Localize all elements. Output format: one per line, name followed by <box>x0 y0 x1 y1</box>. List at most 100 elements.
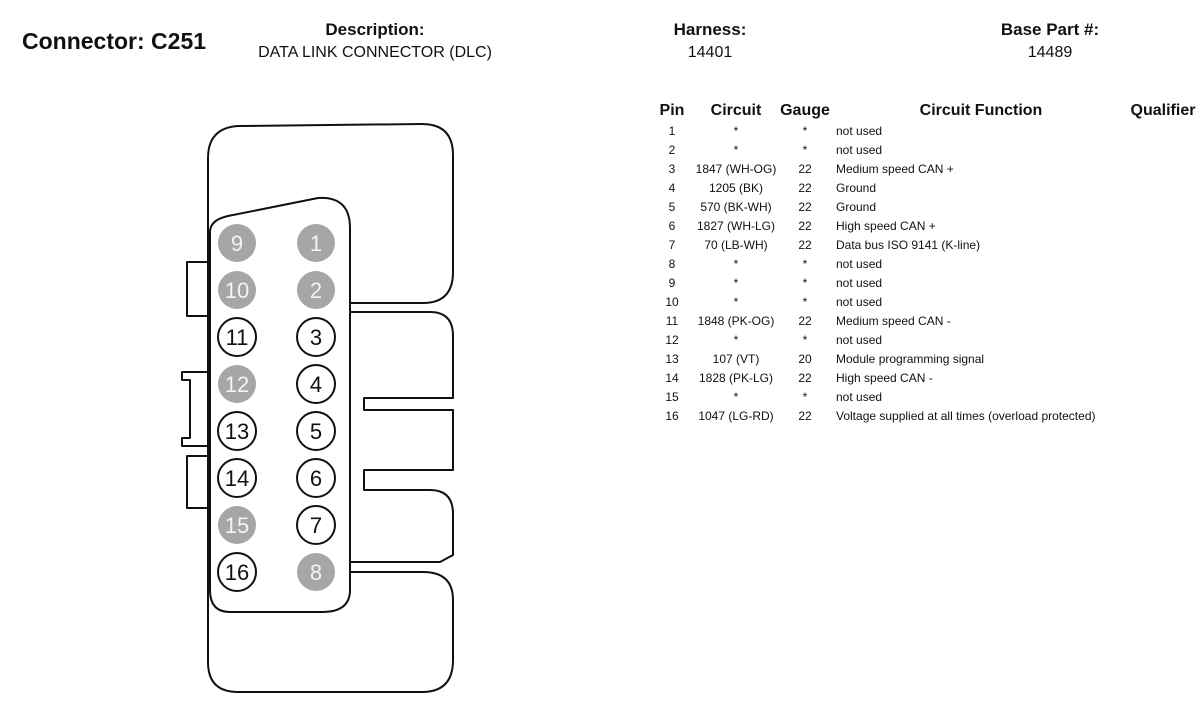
description-label: Description: <box>325 20 425 39</box>
cell-gauge: * <box>802 390 808 404</box>
cell-circuit-function: not used <box>836 295 883 309</box>
pin-number: 1 <box>310 231 322 256</box>
pin-14: 14 <box>217 458 257 498</box>
cell-circuit: 107 (VT) <box>712 352 760 366</box>
cell-gauge: 22 <box>798 219 812 233</box>
cell-pin: 12 <box>665 333 679 347</box>
base-part-value: 14489 <box>1027 44 1073 61</box>
pin-5: 5 <box>296 411 336 451</box>
cell-circuit: * <box>733 295 739 309</box>
cell-circuit: 70 (LB-WH) <box>704 238 768 252</box>
harness-label: Harness: <box>673 20 747 39</box>
cell-circuit: * <box>733 143 739 157</box>
cell-gauge: * <box>802 276 808 290</box>
cell-circuit-function: Voltage supplied at all times (overload … <box>836 409 1096 423</box>
pin-10: 10 <box>218 271 256 309</box>
pin-3: 3 <box>296 317 336 357</box>
cell-gauge: * <box>802 295 808 309</box>
pin-circle <box>297 224 335 262</box>
cell-pin: 9 <box>668 276 676 290</box>
cell-qualifier <box>1126 236 1200 255</box>
pin-circle <box>296 364 336 404</box>
cell-circuit-function: not used <box>836 333 883 347</box>
cell-pin: 4 <box>668 181 676 195</box>
pin-6: 6 <box>296 458 336 498</box>
cell-pin: 16 <box>665 409 679 423</box>
cell-circuit-function: Ground <box>836 181 877 195</box>
cell-gauge: * <box>802 124 808 138</box>
pin-table: Pin Circuit Gauge Circuit Function Quali… <box>650 100 1200 426</box>
cell-qualifier <box>1126 369 1200 388</box>
cell-qualifier <box>1126 179 1200 198</box>
pin-number: 9 <box>231 231 243 256</box>
cell-circuit-function: Module programming signal <box>836 352 985 366</box>
pin-circle <box>217 458 257 498</box>
cell-circuit-function: not used <box>836 143 883 157</box>
cell-circuit-function: not used <box>836 257 883 271</box>
pin-circle <box>297 271 335 309</box>
cell-circuit: * <box>733 124 739 138</box>
cell-qualifier <box>1126 217 1200 236</box>
cell-circuit-function: not used <box>836 276 883 290</box>
cell-pin: 13 <box>665 352 679 366</box>
cell-gauge: 22 <box>798 371 812 385</box>
table-row: 12**not used <box>650 331 1200 350</box>
cell-qualifier <box>1126 293 1200 312</box>
cell-gauge: 22 <box>798 162 812 176</box>
pin-circle <box>296 411 336 451</box>
header-circuit: Circuit <box>710 102 762 119</box>
table-row: 10**not used <box>650 293 1200 312</box>
pin-13: 13 <box>217 411 257 451</box>
header-gauge: Gauge <box>780 102 830 119</box>
pin-number: 14 <box>225 466 249 491</box>
cell-qualifier <box>1126 122 1200 141</box>
cell-circuit: 1205 (BK) <box>708 181 764 195</box>
cell-pin: 8 <box>668 257 676 271</box>
cell-circuit-function: High speed CAN - <box>836 371 933 385</box>
table-row: 15**not used <box>650 388 1200 407</box>
cell-gauge: * <box>802 143 808 157</box>
pin-circle <box>218 506 256 544</box>
cell-circuit: * <box>733 390 739 404</box>
table-row: 1**not used <box>650 122 1200 141</box>
cell-qualifier <box>1126 407 1200 426</box>
cell-qualifier <box>1126 312 1200 331</box>
pin-circle <box>217 552 257 592</box>
pin-8: 8 <box>297 553 335 591</box>
cell-qualifier <box>1126 160 1200 179</box>
cell-circuit: * <box>733 276 739 290</box>
pin-circle <box>296 458 336 498</box>
cell-circuit-function: Medium speed CAN + <box>836 162 954 176</box>
header-pin: Pin <box>659 102 685 119</box>
base-part-label: Base Part #: <box>1000 20 1100 39</box>
header-circuit-function: Circuit Function <box>919 102 1043 119</box>
cell-circuit-function: Medium speed CAN - <box>836 314 951 328</box>
cell-circuit: 1847 (WH-OG) <box>695 162 777 176</box>
cell-gauge: 22 <box>798 314 812 328</box>
table-row: 8**not used <box>650 255 1200 274</box>
cell-qualifier <box>1126 331 1200 350</box>
cell-qualifier <box>1126 274 1200 293</box>
pin-number: 13 <box>225 419 249 444</box>
pin-1: 1 <box>297 224 335 262</box>
cell-gauge: 22 <box>798 409 812 423</box>
pin-circle <box>218 271 256 309</box>
pin-circle <box>218 224 256 262</box>
cell-gauge: * <box>802 257 808 271</box>
cell-pin: 2 <box>668 143 676 157</box>
cell-circuit-function: not used <box>836 124 883 138</box>
pin-circle <box>217 317 257 357</box>
pin-number: 6 <box>310 466 322 491</box>
cell-gauge: 22 <box>798 200 812 214</box>
pin-11: 11 <box>217 317 257 357</box>
pin-number: 10 <box>225 278 249 303</box>
pin-9: 9 <box>218 224 256 262</box>
pin-number: 12 <box>225 372 249 397</box>
